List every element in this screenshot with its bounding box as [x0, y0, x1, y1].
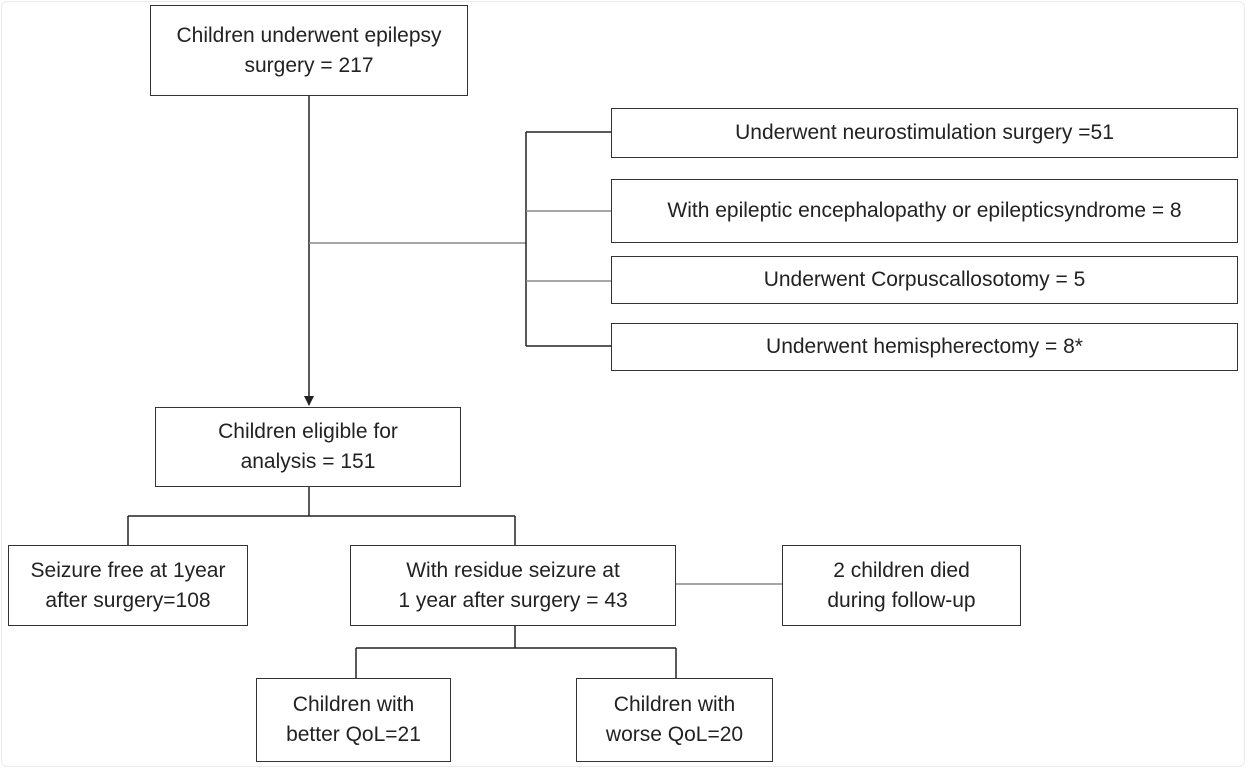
node-seizure-free: Seizure free at 1year after surgery=108: [8, 545, 248, 626]
node-eligible: Children eligible for analysis = 151: [155, 407, 461, 487]
node-died: 2 children died during follow-up: [782, 545, 1021, 626]
node-worse-qol: Children with worse QoL=20: [576, 678, 773, 762]
node-excl-neurostim: Underwent neurostimulation surgery =51: [611, 108, 1238, 158]
node-excl-corpus: Underwent Corpuscallosotomy = 5: [611, 256, 1238, 304]
node-excl-hemi: Underwent hemispherectomy = 8*: [611, 323, 1238, 371]
node-better-qol: Children with better QoL=21: [256, 678, 451, 762]
node-excl-encephalopathy: With epileptic encephalopathy or epilept…: [611, 179, 1238, 243]
node-residue: With residue seizure at 1 year after sur…: [350, 545, 676, 626]
node-total: Children underwent epilepsy surgery = 21…: [150, 5, 468, 96]
